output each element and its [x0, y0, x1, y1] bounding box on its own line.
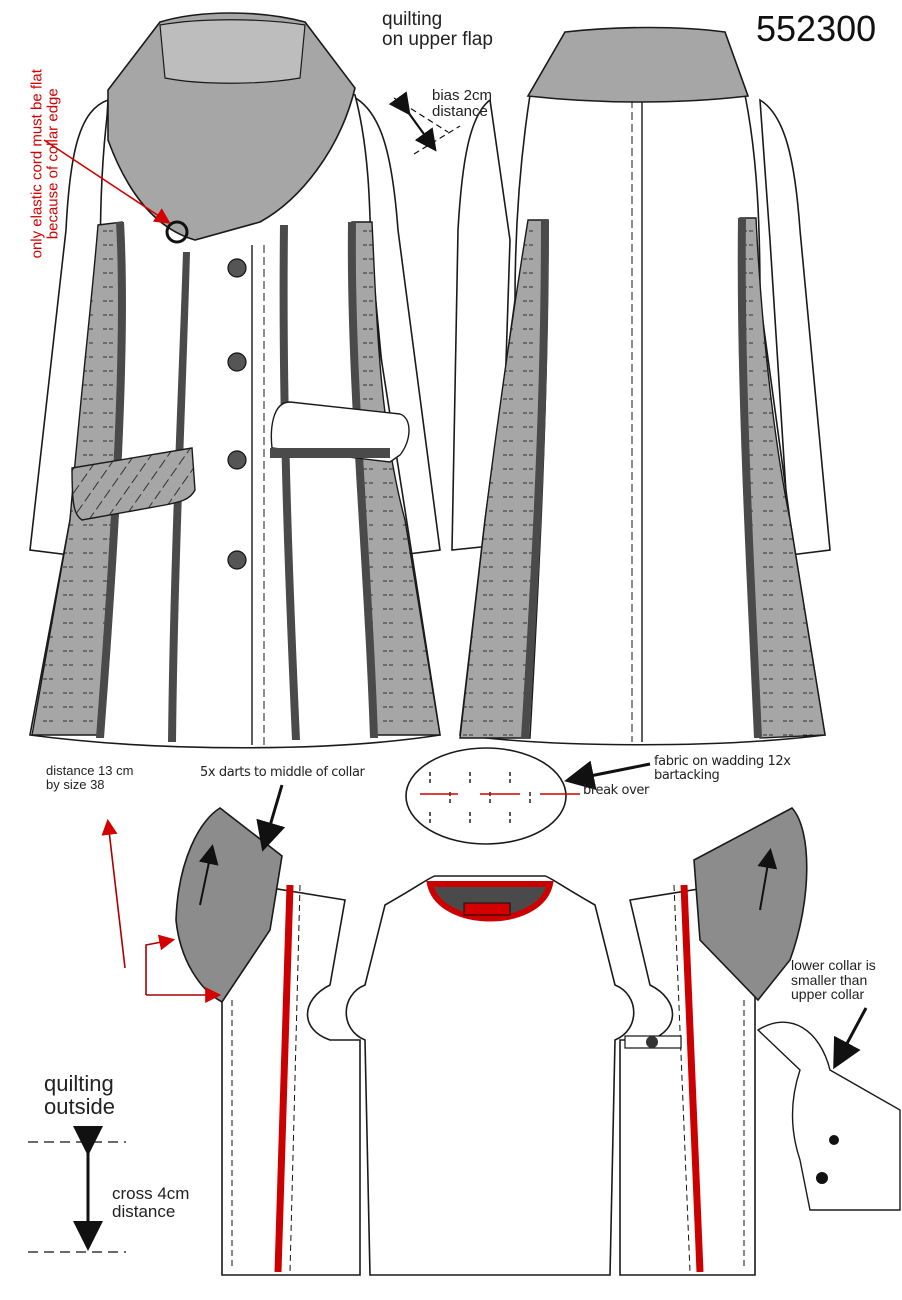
front-right-princess-binding [279, 225, 300, 740]
back-right-panel-binding [737, 218, 762, 738]
back-right-sleeve [759, 98, 831, 556]
bias-indicator [388, 91, 461, 155]
note-break-over: break over [583, 783, 649, 798]
front-right-sleeve [351, 94, 441, 556]
wadding-patch-detail [405, 747, 651, 845]
front-left-pocket-flap [71, 447, 196, 521]
note-quilting-outside: quilting outside [44, 1071, 115, 1120]
front-right-panel-binding [347, 222, 378, 738]
black-arrow-icon [198, 844, 219, 906]
front-left-sleeve [29, 98, 109, 556]
inner-right-front [619, 879, 756, 1276]
button-icon [227, 258, 247, 278]
inner-right-seam-topstitch [673, 884, 691, 1273]
note-elastic-cord: only elastic cord must be flat because o… [28, 69, 61, 259]
inner-right-red-binding [680, 884, 704, 1273]
black-arrow-icon [388, 91, 437, 152]
inner-view [101, 784, 808, 1276]
red-arrow-icon [43, 139, 171, 224]
front-left-panel-binding [96, 222, 126, 738]
black-arrow-icon [833, 1007, 868, 1070]
back-left-panel-binding [521, 220, 549, 738]
note-fabric-wadding: fabric on wadding 12x bartacking [654, 754, 791, 783]
black-arrow-icon [757, 848, 778, 911]
black-arrow-icon [256, 784, 286, 852]
button-icon [227, 550, 247, 570]
note-collar-darts: 5x darts to middle of collar [200, 765, 365, 780]
red-arrow-icon [145, 934, 176, 995]
inner-right-collar [693, 807, 808, 1002]
note-cross-distance: cross 4cm distance [112, 1184, 190, 1221]
button-icon [227, 450, 247, 470]
inner-left-front [221, 879, 361, 1276]
back-view [451, 26, 831, 746]
collar-detail-sketch [756, 1021, 901, 1211]
cross-distance-marker [28, 1126, 126, 1253]
back-collar [526, 26, 750, 103]
lower-collar-detail [756, 1007, 901, 1211]
front-buttons [227, 258, 247, 570]
front-right-pocket-flap [270, 401, 410, 463]
inner-left-red-binding [274, 884, 294, 1273]
note-quilting-upper-flap: quilting on upper flap [382, 9, 493, 50]
wadding-patch [405, 747, 567, 845]
button-icon [816, 1172, 828, 1184]
button-icon [646, 1036, 658, 1048]
black-arrow-icon [564, 760, 651, 791]
inner-back-label [463, 902, 511, 916]
note-lower-collar: lower collar is smaller than upper colla… [791, 957, 876, 1003]
button-icon [227, 352, 247, 372]
inner-left-seam-topstitch [289, 884, 301, 1273]
button-icon [829, 1135, 839, 1145]
note-distance-size: distance 13 cm by size 38 [46, 763, 134, 792]
front-right-pocket-welt [270, 448, 390, 458]
style-number: 552300 [756, 8, 877, 49]
inner-back-neck-facing [426, 881, 554, 922]
front-collar-stand [159, 19, 306, 84]
red-arrow-icon [101, 818, 126, 969]
note-bias-distance: bias 2cm distance [432, 87, 493, 120]
inner-back [345, 875, 635, 1276]
elastic-loop-icon [165, 220, 189, 244]
front-view [29, 12, 441, 749]
